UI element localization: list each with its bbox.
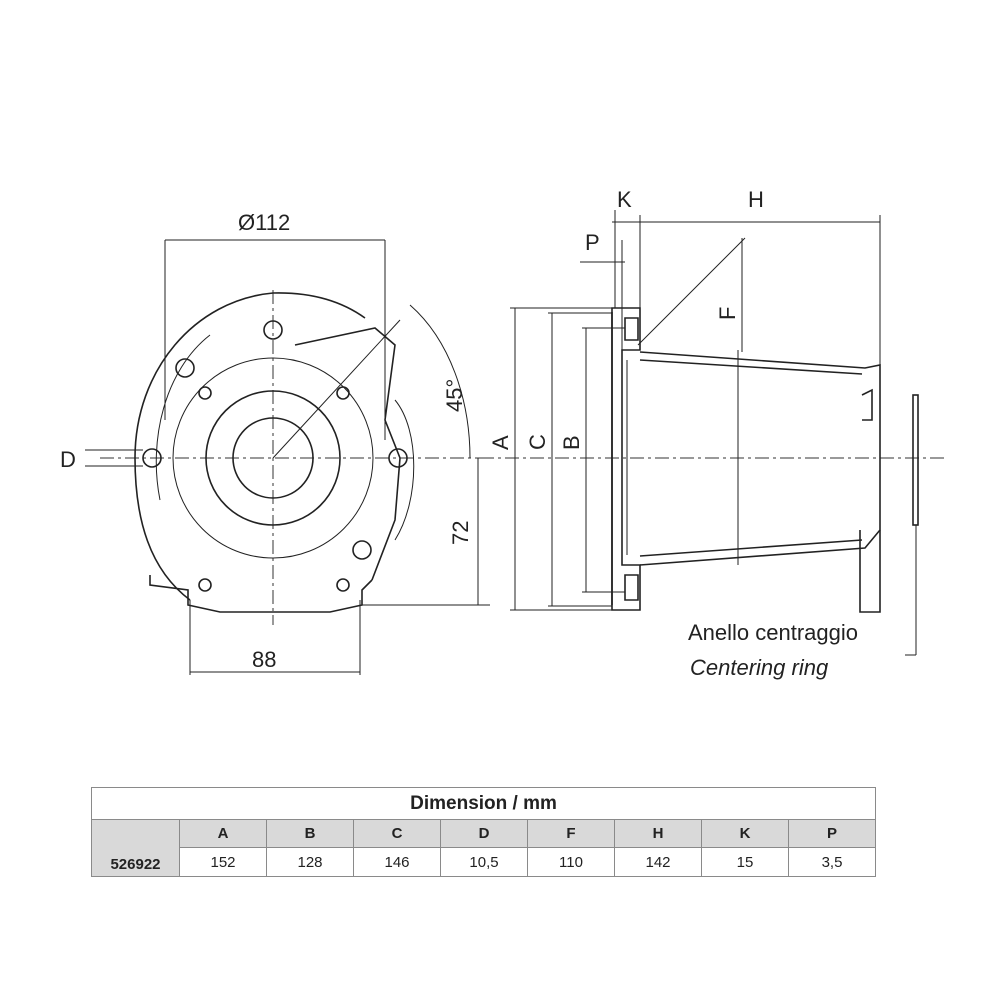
front-view: Ø112 45° 72 88 D xyxy=(60,210,490,675)
diameter-label: Ø112 xyxy=(238,210,290,235)
b-label: B xyxy=(559,435,584,450)
angle-label: 45° xyxy=(442,379,467,412)
h-label: H xyxy=(748,187,764,212)
f-label: F xyxy=(715,307,740,320)
side-view: A C B K H P F Anello centraggio Centerin… xyxy=(480,187,945,680)
technical-drawing: Ø112 45° 72 88 D xyxy=(60,187,945,680)
a-label: A xyxy=(488,435,513,450)
header-d: D xyxy=(440,819,528,848)
width-label: 88 xyxy=(252,647,276,672)
table-title: Dimension / mm xyxy=(91,787,876,820)
ring-label-it: Anello centraggio xyxy=(688,620,858,645)
value-a: 152 xyxy=(179,847,267,877)
header-k: K xyxy=(701,819,789,848)
header-b: B xyxy=(266,819,354,848)
header-p: P xyxy=(788,819,876,848)
table-row: 152 128 146 10,5 110 142 15 3,5 xyxy=(92,847,876,877)
dimension-table: Dimension / mm 526922 A B C D F H K P 15… xyxy=(91,787,876,877)
header-f: F xyxy=(527,819,615,848)
ring-label-en: Centering ring xyxy=(690,655,829,680)
header-a: A xyxy=(179,819,267,848)
value-f: 110 xyxy=(527,847,615,877)
height-label: 72 xyxy=(448,521,473,545)
value-b: 128 xyxy=(266,847,354,877)
value-d: 10,5 xyxy=(440,847,528,877)
d-label: D xyxy=(60,447,76,472)
product-code: 526922 xyxy=(91,819,180,877)
value-h: 142 xyxy=(614,847,702,877)
value-p: 3,5 xyxy=(788,847,876,877)
c-label: C xyxy=(525,434,550,450)
header-h: H xyxy=(614,819,702,848)
k-label: K xyxy=(617,187,632,212)
p-label: P xyxy=(585,230,600,255)
header-c: C xyxy=(353,819,441,848)
value-k: 15 xyxy=(701,847,789,877)
value-c: 146 xyxy=(353,847,441,877)
